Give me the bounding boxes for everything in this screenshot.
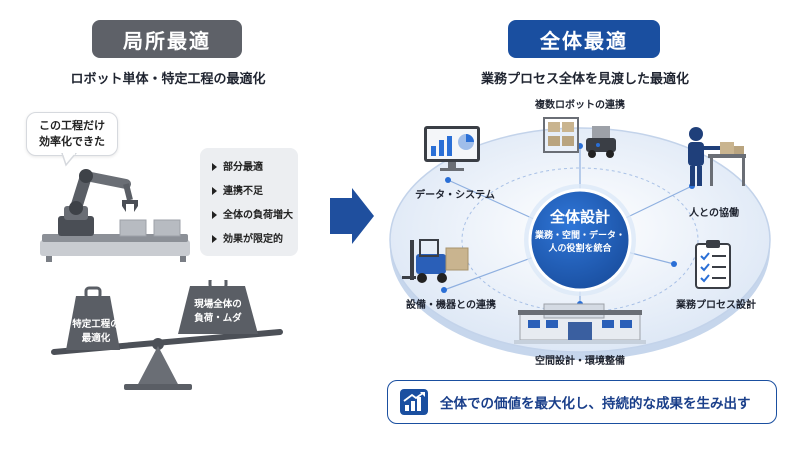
weight-left-line-2: 最適化 bbox=[81, 333, 111, 344]
node-label-process: 業務プロセス設計 bbox=[676, 300, 756, 311]
triangle-bullet-icon bbox=[212, 235, 217, 243]
node-label-space: 空間設計・環境整備 bbox=[535, 356, 625, 367]
growth-chart-icon bbox=[400, 389, 428, 415]
center-sub-line-2: 人の役割を統合 bbox=[548, 244, 612, 254]
multi-robot-icon bbox=[543, 117, 616, 158]
speech-tail bbox=[61, 153, 77, 167]
global-optimum-badge: 全体最適 bbox=[508, 20, 660, 58]
weight-left-line-1: 特定工程の bbox=[72, 319, 120, 330]
node-label-equipment: 設備・機器との連携 bbox=[406, 300, 496, 311]
problem-item: 効果が限定的 bbox=[212, 230, 283, 245]
right-subtitle: 業務プロセス全体を見渡した最適化 bbox=[480, 72, 689, 87]
value-banner: 全体での価値を最大化し、持続的な成果を生み出す bbox=[387, 380, 777, 424]
center-subtitle: 業務・空間・データ・ 人の役割を統合 bbox=[524, 230, 636, 256]
speech-line-1: この工程だけ bbox=[39, 119, 105, 132]
node-label-people: 人との協働 bbox=[689, 208, 739, 219]
building-icon bbox=[514, 303, 646, 344]
balance-scale-illustration bbox=[51, 280, 283, 390]
weight-right-label: 現場全体の 負荷・ムダ bbox=[178, 298, 258, 326]
problem-item: 部分最適 bbox=[212, 158, 263, 173]
triangle-bullet-icon bbox=[212, 187, 217, 195]
network-platform bbox=[389, 127, 771, 360]
center-title: 全体設計 bbox=[549, 208, 610, 226]
forklift-icon bbox=[402, 239, 469, 283]
clipboard-checklist-icon bbox=[695, 240, 731, 289]
local-optimum-badge: 局所最適 bbox=[92, 20, 242, 58]
monitor-dashboard-icon bbox=[424, 126, 480, 171]
problem-item: 全体の負荷増大 bbox=[212, 206, 293, 221]
robot-arm-illustration bbox=[40, 169, 190, 262]
speech-bubble: この工程だけ 効率化できた bbox=[26, 112, 118, 156]
problem-item: 連携不足 bbox=[212, 182, 263, 197]
left-subtitle: ロボット単体・特定工程の最適化 bbox=[70, 72, 266, 87]
node-label-data: データ・システム bbox=[415, 190, 495, 201]
triangle-bullet-icon bbox=[212, 163, 217, 171]
weight-right-line-1: 現場全体の bbox=[194, 299, 242, 310]
weight-right-line-2: 負荷・ムダ bbox=[194, 313, 242, 324]
worker-icon bbox=[688, 127, 746, 186]
transition-arrow-icon bbox=[330, 188, 374, 244]
weight-left-label: 特定工程の 最適化 bbox=[56, 318, 136, 346]
triangle-bullet-icon bbox=[212, 211, 217, 219]
problems-panel: 部分最適 連携不足 全体の負荷増大 効果が限定的 bbox=[200, 148, 298, 256]
node-label-robots: 複数ロボットの連携 bbox=[535, 100, 625, 111]
speech-line-2: 効率化できた bbox=[39, 135, 105, 148]
center-sub-line-1: 業務・空間・データ・ bbox=[534, 231, 625, 241]
banner-text: 全体での価値を最大化し、持続的な成果を生み出す bbox=[440, 396, 751, 412]
